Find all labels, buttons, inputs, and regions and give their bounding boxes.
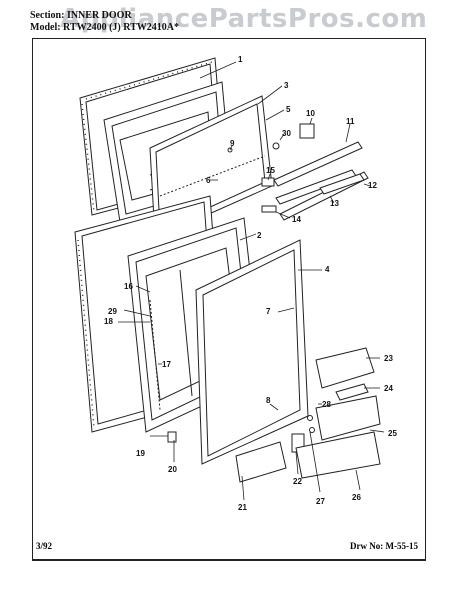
callout-10: 10 xyxy=(306,109,315,118)
callout-18: 18 xyxy=(104,317,113,326)
diagram-frame xyxy=(32,38,426,560)
callout-3: 3 xyxy=(284,81,289,90)
callout-4: 4 xyxy=(325,265,330,274)
callout-27: 27 xyxy=(316,497,325,506)
callout-13: 13 xyxy=(330,199,339,208)
lower-gasket xyxy=(195,239,309,465)
shelf-rails xyxy=(273,141,369,221)
callout-28: 28 xyxy=(322,400,331,409)
callout-14: 14 xyxy=(292,215,301,224)
callout-12: 12 xyxy=(368,181,377,190)
callout-1: 1 xyxy=(238,55,243,64)
small-hardware xyxy=(167,123,315,453)
callout-20: 20 xyxy=(168,465,177,474)
model-title: Model: RTW2400 (J) RTW2410A* xyxy=(30,22,180,33)
door-bins xyxy=(235,347,381,483)
watermark: AppliancePartsPros.com xyxy=(60,4,428,34)
callout-25: 25 xyxy=(388,429,397,438)
callout-8: 8 xyxy=(266,396,271,405)
callout-30: 30 xyxy=(282,129,291,138)
footer-date: 3/92 xyxy=(36,541,53,551)
callout-26: 26 xyxy=(352,493,361,502)
callout-7: 7 xyxy=(266,307,271,316)
callout-9: 9 xyxy=(230,139,235,148)
callout-24: 24 xyxy=(384,384,393,393)
callout-29: 29 xyxy=(108,307,117,316)
diagram-header: Section: INNER DOOR Model: RTW2400 (J) R… xyxy=(30,10,179,34)
footer-divider xyxy=(32,560,426,561)
leader-lines xyxy=(118,61,385,501)
callout-2: 2 xyxy=(257,231,262,240)
callout-5: 5 xyxy=(286,105,291,114)
callout-15: 15 xyxy=(266,166,275,175)
callout-16: 16 xyxy=(124,282,133,291)
callout-17: 17 xyxy=(162,360,171,369)
callout-23: 23 xyxy=(384,354,393,363)
callout-6: 6 xyxy=(206,176,211,185)
footer-drawing-number: Drw No: M-55-15 xyxy=(350,541,418,551)
callout-21: 21 xyxy=(238,503,247,512)
callout-labels: 1 2 3 4 5 6 7 8 9 10 11 12 13 14 15 16 1… xyxy=(104,55,397,512)
callout-11: 11 xyxy=(346,117,355,126)
callout-19: 19 xyxy=(136,449,145,458)
section-title: Section: INNER DOOR xyxy=(30,10,132,21)
callout-22: 22 xyxy=(293,477,302,486)
